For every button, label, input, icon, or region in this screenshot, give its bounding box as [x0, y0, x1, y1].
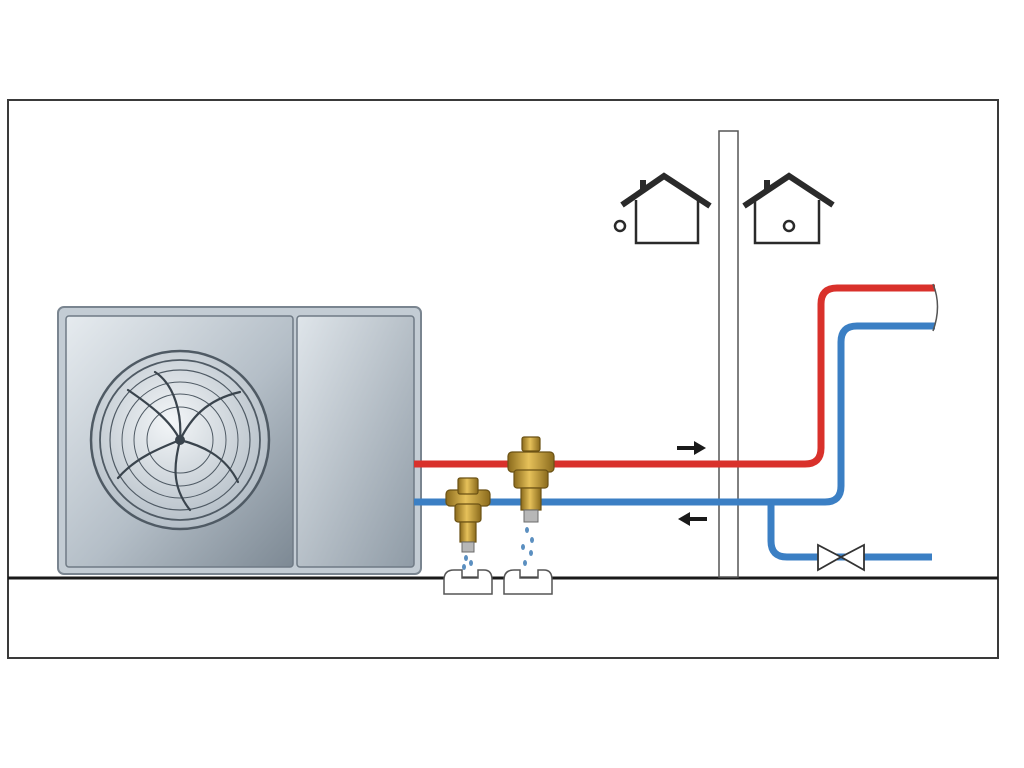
drain-block-left	[443, 569, 493, 595]
antifreeze-valve-large	[507, 436, 555, 566]
fan-icon	[89, 349, 271, 531]
heat-pump-outdoor-unit	[57, 306, 422, 575]
pipe-end-cut	[932, 283, 939, 332]
cold-return-pipe	[414, 322, 935, 506]
arrow-left-icon	[678, 512, 707, 526]
house-outdoor-icon	[613, 172, 712, 245]
hot-supply-pipe	[414, 284, 935, 468]
gate-valve-icon	[817, 543, 865, 572]
building-wall	[718, 130, 739, 578]
house-indoor-icon	[742, 172, 835, 245]
drain-block-right	[503, 569, 553, 595]
arrow-right-icon	[677, 441, 706, 455]
drain-branch-pipe	[767, 502, 932, 561]
antifreeze-valve-small	[445, 477, 491, 570]
